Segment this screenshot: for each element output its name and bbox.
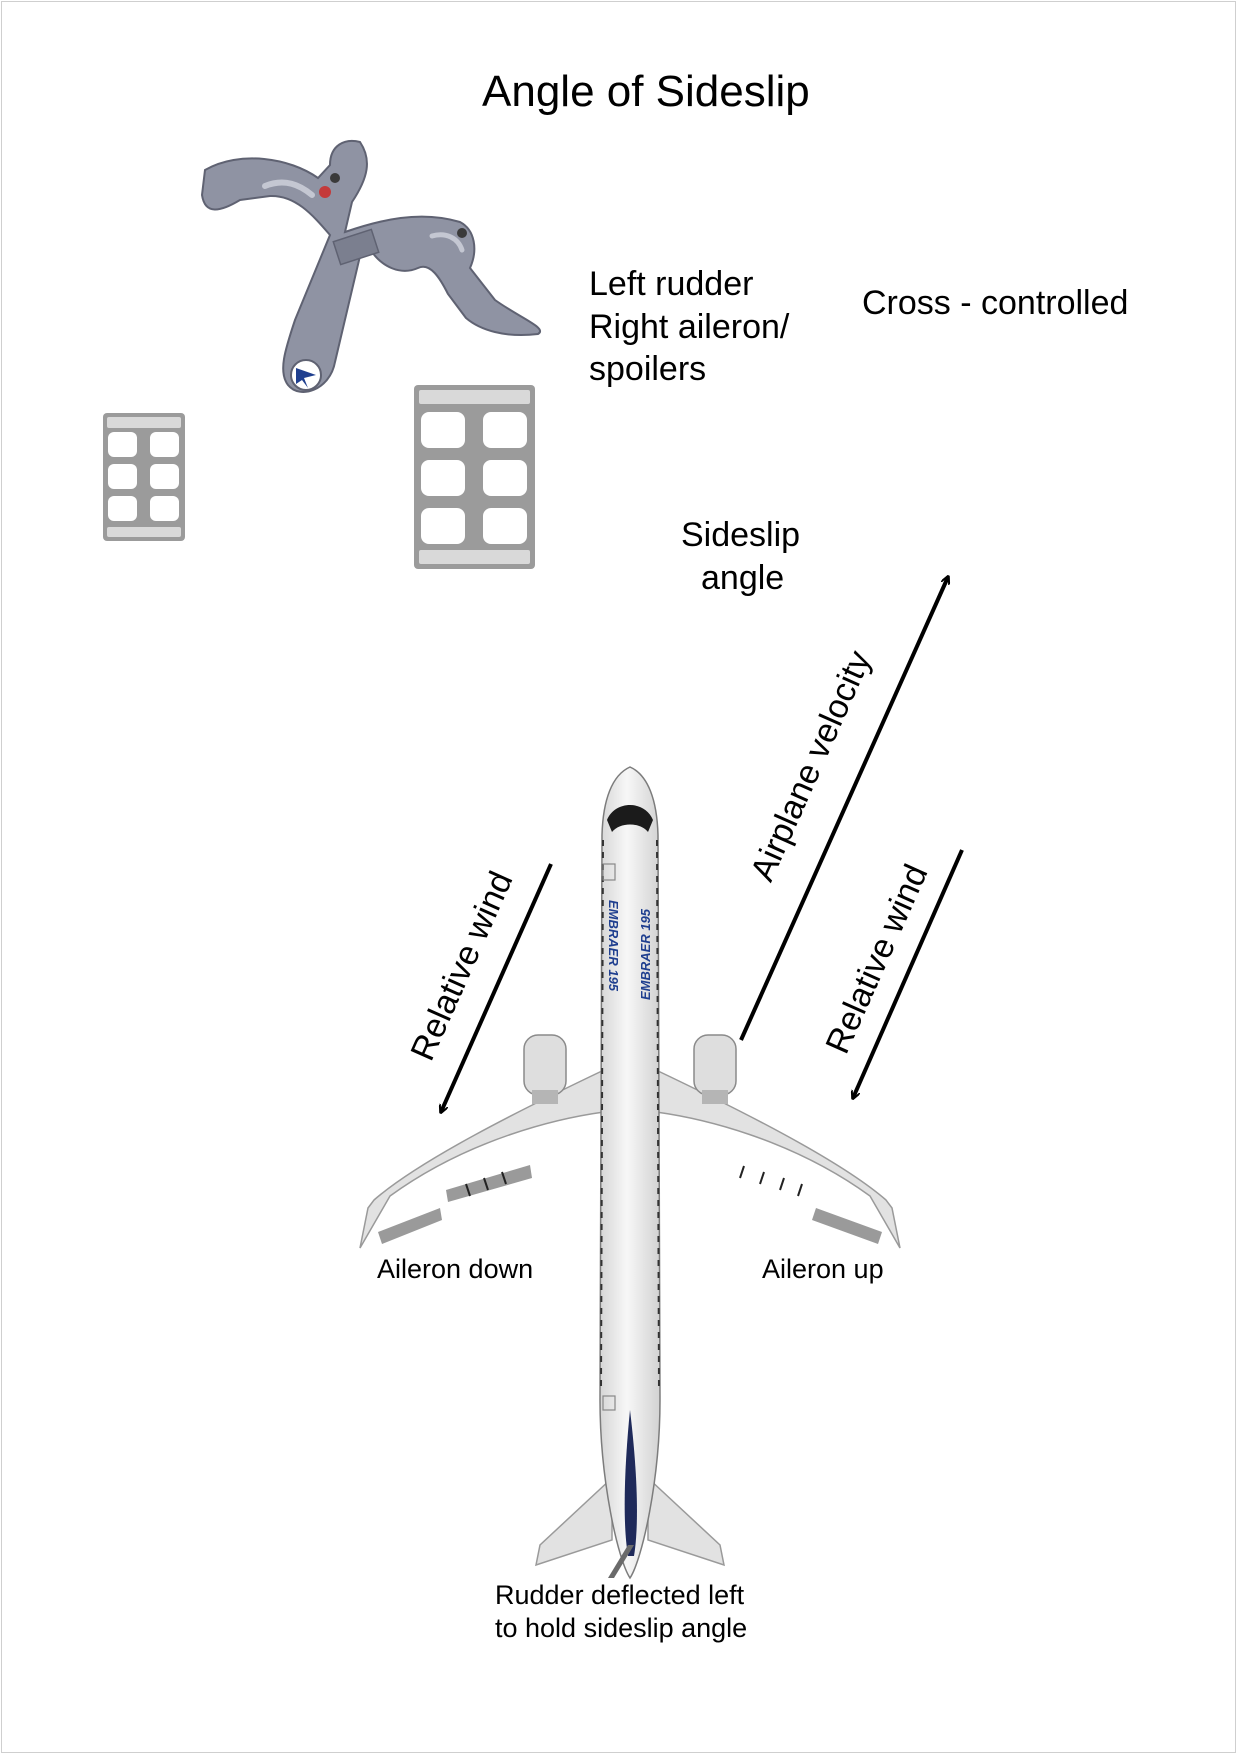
left-aileron [378,1208,442,1244]
left-spoiler [446,1165,532,1202]
relative-wind-right-arrow [853,849,964,1098]
aileron-up-label: Aileron up [762,1254,884,1284]
condition-label: Cross - controlled [862,284,1129,322]
left-engine [523,1034,567,1096]
right-rudder-pedal-icon [414,385,535,569]
page-title: Angle of Sideslip [482,67,810,116]
control-yoke-icon [200,140,541,393]
rudder-label-line2: to hold sideslip angle [495,1613,748,1643]
airplane-icon: EMBRAER 195 EMBRAER 195 [359,766,901,1580]
vertical-tail [624,1410,637,1556]
control-inputs-line3: spoilers [589,350,707,388]
rudder [608,1545,634,1578]
fuselage-livery-left: EMBRAER 195 [606,900,621,992]
fuselage-livery-right: EMBRAER 195 [638,908,653,1000]
left-wing [359,1068,605,1249]
right-wing [655,1068,901,1249]
sideslip-label-line1: Sideslip [681,516,801,554]
control-inputs-line1: Left rudder [589,265,754,303]
right-aileron [812,1208,882,1244]
fuselage [599,766,661,1580]
control-inputs-line2: Right aileron/ [589,308,790,346]
rudder-label-line1: Rudder deflected left [495,1580,745,1610]
left-rudder-pedal-icon [103,413,185,541]
right-engine [693,1034,737,1096]
aileron-down-label: Aileron down [377,1254,534,1284]
sideslip-label-line2: angle [701,559,785,597]
airplane-velocity-arrow [739,577,948,1041]
relative-wind-left-arrow [441,863,553,1112]
